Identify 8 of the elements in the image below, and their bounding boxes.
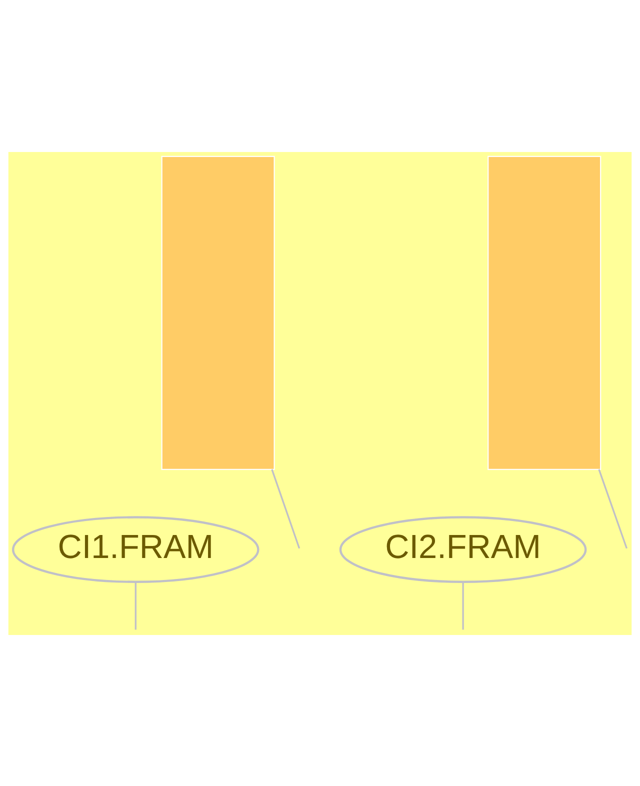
connector [271,468,300,548]
node-box [488,155,602,470]
node-ellipse: CI2.FRAM [339,516,587,582]
node-ellipse: CI1.FRAM [12,516,260,582]
connector [462,581,464,630]
node-box [161,155,275,470]
connector [598,468,628,548]
connector [134,581,136,630]
